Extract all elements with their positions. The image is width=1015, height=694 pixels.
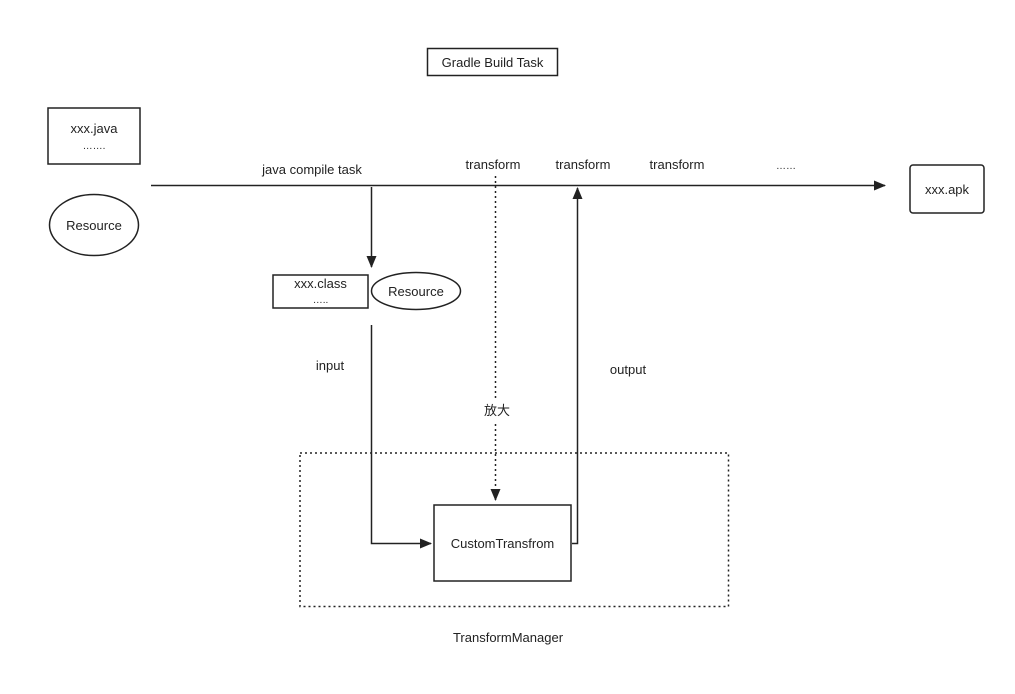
resource-top-node: Resource [48, 193, 140, 257]
apk-label: xxx.apk [925, 182, 970, 197]
diagram-title: Gradle Build Task [442, 55, 544, 70]
input-arrow [370, 325, 432, 549]
class-file-label: xxx.class [294, 276, 347, 291]
output-label: output [610, 362, 647, 377]
timeline-ellipsis: …… [776, 161, 796, 172]
transform-manager-label: TransformManager [453, 630, 564, 645]
java-source-node: xxx.java ……. [47, 107, 141, 165]
input-label: input [316, 358, 345, 373]
output-arrow [572, 187, 583, 545]
title-box: Gradle Build Task [426, 47, 559, 77]
custom-transform-label: CustomTransfrom [451, 536, 555, 551]
transform-label-1: transform [466, 157, 521, 172]
custom-transform-node: CustomTransfrom [433, 504, 572, 582]
class-file-sublabel: ….. [313, 295, 329, 306]
compile-task-label: java compile task [261, 162, 362, 177]
resource-top-label: Resource [66, 218, 122, 233]
transform-label-2: transform [556, 157, 611, 172]
transform-manager-container [299, 452, 730, 608]
java-source-label: xxx.java [71, 121, 119, 136]
zoom-label: 放大 [484, 403, 510, 418]
java-source-sublabel: ……. [83, 141, 106, 152]
resource-mid-node: Resource [370, 271, 462, 311]
resource-mid-label: Resource [388, 284, 444, 299]
apk-node: xxx.apk [909, 164, 985, 214]
transform-label-3: transform [650, 157, 705, 172]
class-file-node: xxx.class ….. [272, 274, 369, 309]
